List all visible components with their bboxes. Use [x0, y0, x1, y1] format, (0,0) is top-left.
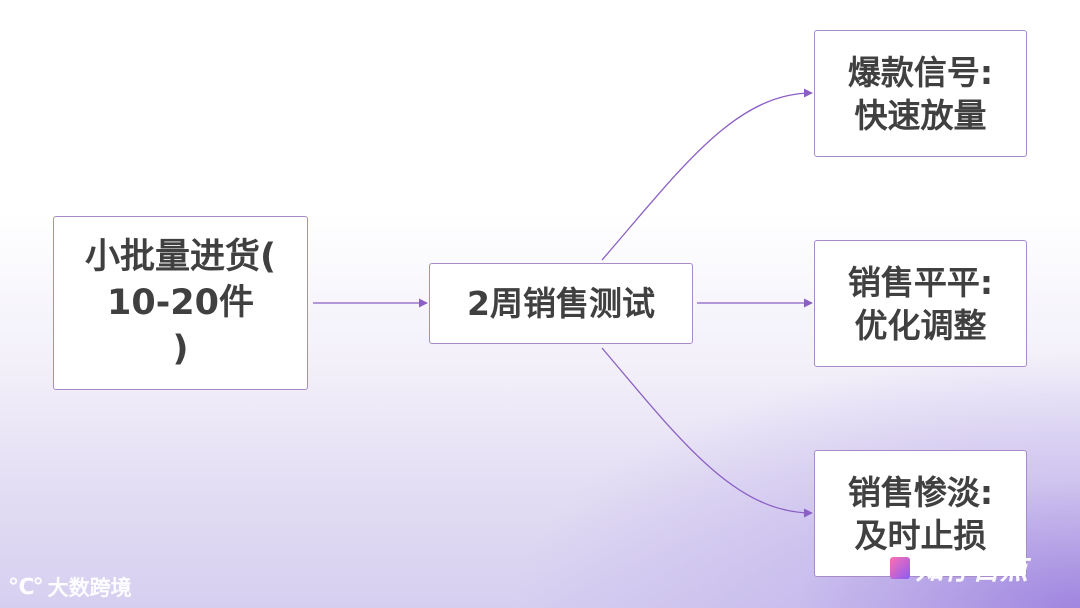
- node-hot-signal: 爆款信号: 快速放量: [814, 30, 1027, 157]
- edge-test-to-hot: [601, 88, 813, 261]
- node-poor-sales-label: 销售惨淡: 及时止损: [847, 472, 994, 555]
- node-small-batch-purchase: 小批量进货( 10-20件 ): [53, 216, 308, 390]
- node-mediocre-sales-label: 销售平平: 优化调整: [847, 262, 994, 345]
- watermark-left-label: 大数跨境: [47, 576, 132, 600]
- edge-test-to-bad: [601, 347, 813, 518]
- node-mediocre-sales: 销售平平: 优化调整: [814, 240, 1027, 367]
- node-poor-sales: 销售惨淡: 及时止损: [814, 450, 1027, 577]
- watermark-right-label: 知存百点: [916, 553, 1029, 586]
- node-two-week-sales-test-label: 2周销售测试: [467, 283, 655, 323]
- node-hot-signal-label: 爆款信号: 快速放量: [847, 52, 994, 135]
- watermark-left: ℃° 大数跨境: [8, 572, 132, 602]
- node-two-week-sales-test: 2周销售测试: [429, 263, 693, 344]
- watermark-right: 知存百点: [890, 548, 1028, 588]
- logo-icon: ℃°: [8, 574, 44, 600]
- logo-icon: [890, 557, 910, 579]
- node-small-batch-purchase-label: 小批量进货( 10-20件 ): [85, 237, 276, 369]
